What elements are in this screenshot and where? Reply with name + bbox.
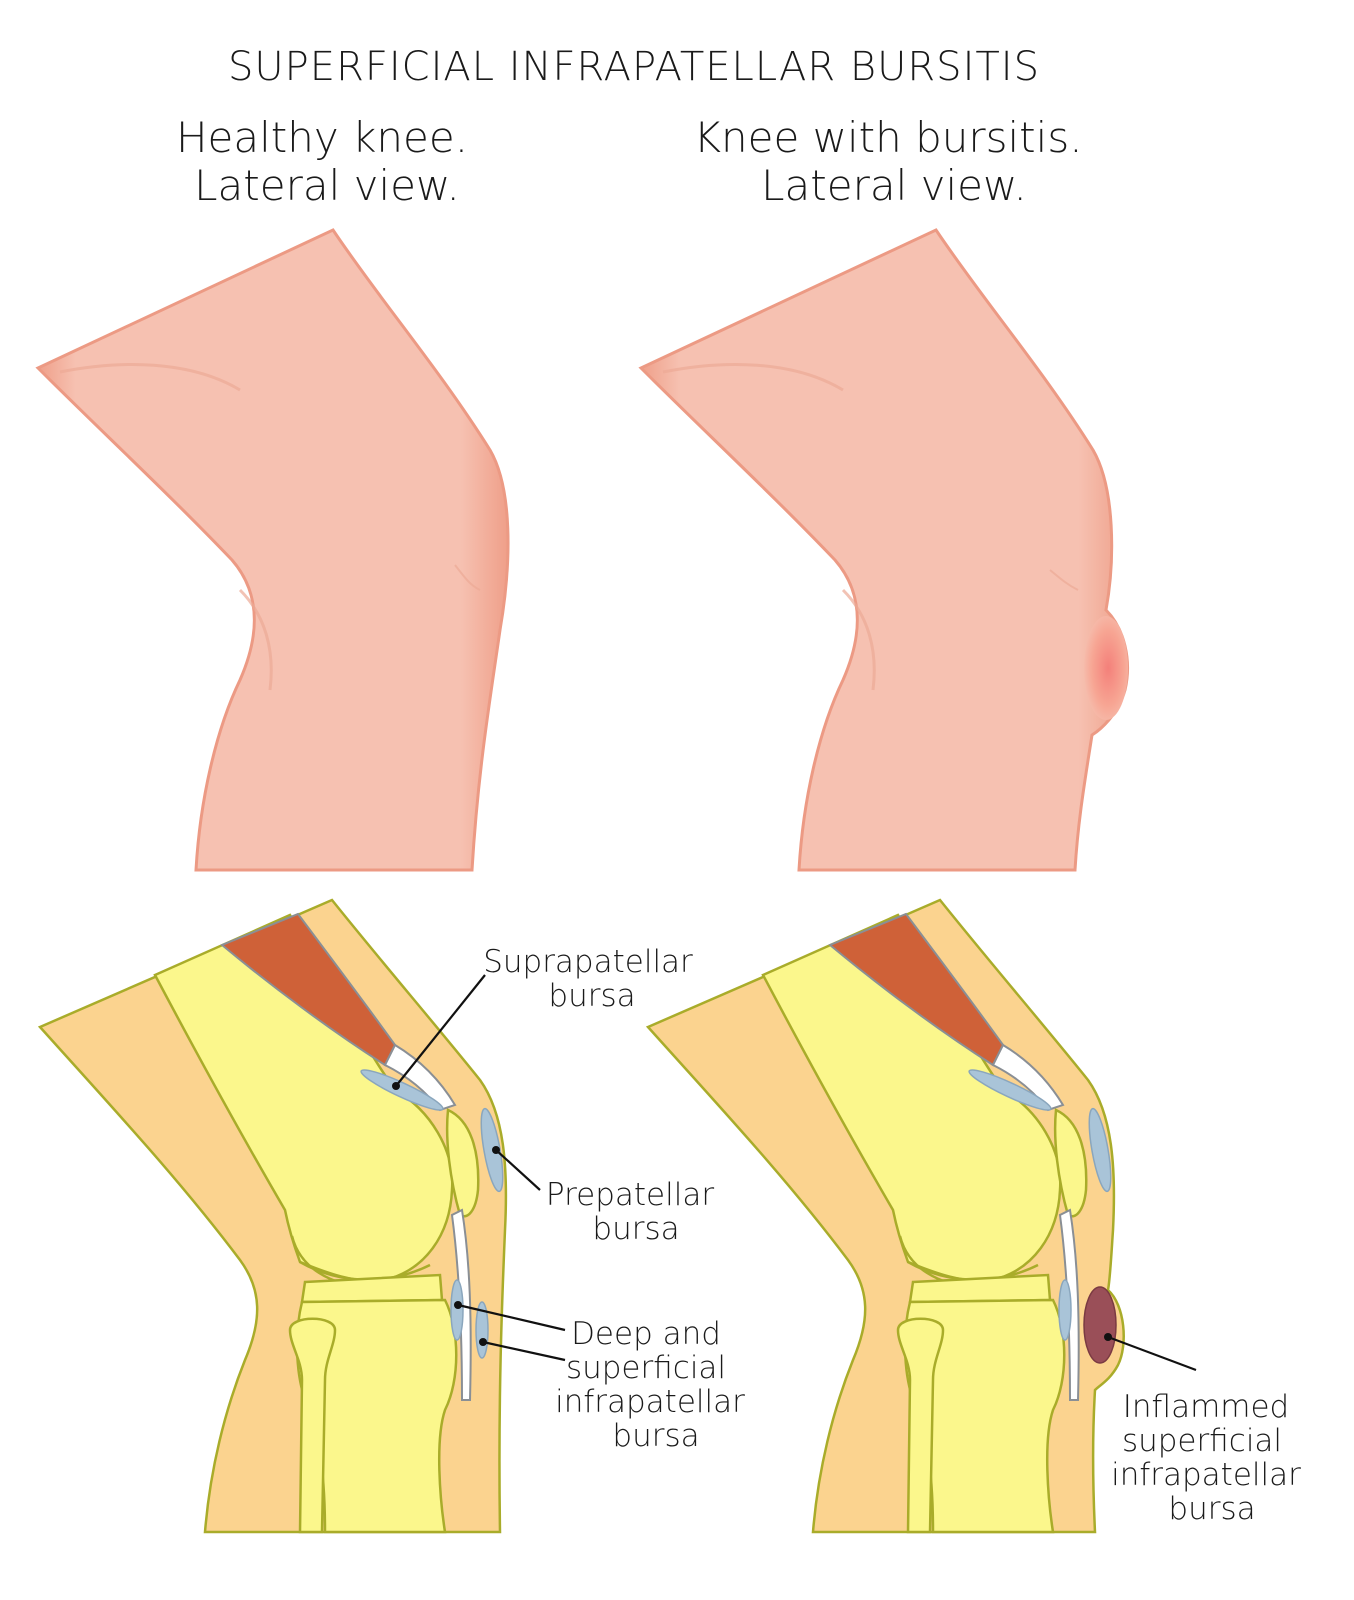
label-line: infrapatellar bbox=[1111, 1457, 1301, 1493]
healthy-knee-cross-section bbox=[37, 898, 508, 1534]
healthy-knee-silhouette bbox=[35, 228, 510, 872]
bursitis-heading: Knee with bursitis. Lateral view. bbox=[693, 113, 1082, 210]
label-line: bursa bbox=[548, 978, 635, 1014]
label-suprapatellar-bursa: Suprapatellar bursa bbox=[483, 944, 693, 1014]
bursitis-knee-silhouette bbox=[638, 228, 1129, 872]
deep-infrapatellar-bursa bbox=[450, 1279, 464, 1341]
label-line: infrapatellar bbox=[555, 1384, 745, 1420]
label-line: Suprapatellar bbox=[483, 944, 693, 980]
deep-infrapatellar-bursa bbox=[1058, 1279, 1072, 1341]
label-line: Inflammed bbox=[1123, 1389, 1289, 1425]
fibula bbox=[896, 1317, 945, 1534]
label-inflamed-bursa: Inflammed superficial infrapatellar burs… bbox=[1111, 1389, 1301, 1527]
healthy-heading: Healthy knee. Lateral view. bbox=[176, 113, 468, 210]
label-line: superficial bbox=[566, 1350, 726, 1386]
healthy-heading-line2: Lateral view. bbox=[194, 161, 460, 210]
label-prepatellar-bursa: Prepatellar bursa bbox=[546, 1177, 714, 1247]
prepatellar-bursa bbox=[1088, 1107, 1112, 1193]
label-line: bursa bbox=[1168, 1491, 1255, 1527]
healthy-heading-line1: Healthy knee. bbox=[176, 113, 468, 162]
label-line: superficial bbox=[1122, 1423, 1282, 1459]
tibia bbox=[903, 1298, 1066, 1534]
inflamed-infrapatellar-bursa bbox=[1083, 1286, 1117, 1364]
patella bbox=[1053, 1108, 1088, 1218]
swelling-bump bbox=[1084, 616, 1128, 720]
patella bbox=[445, 1108, 480, 1218]
label-line: Deep and bbox=[571, 1316, 721, 1352]
bursitis-heading-line2: Lateral view. bbox=[761, 161, 1027, 210]
suprapatellar-bursa bbox=[360, 1069, 444, 1111]
label-line: Prepatellar bbox=[546, 1177, 714, 1213]
fibula bbox=[288, 1317, 337, 1534]
tibia bbox=[295, 1298, 458, 1534]
label-line: bursa bbox=[612, 1418, 699, 1454]
leader-lines bbox=[392, 974, 1197, 1372]
label-infrapatellar-bursa: Deep and superficial infrapatellar bursa bbox=[555, 1316, 745, 1454]
bursitis-knee-cross-section bbox=[645, 898, 1125, 1534]
bursitis-heading-line1: Knee with bursitis. bbox=[693, 113, 1082, 162]
label-line: bursa bbox=[592, 1211, 679, 1247]
page-title: SUPERFICIAL INFRAPATELLAR BURSITIS bbox=[228, 44, 1040, 90]
suprapatellar-bursa bbox=[968, 1069, 1052, 1111]
